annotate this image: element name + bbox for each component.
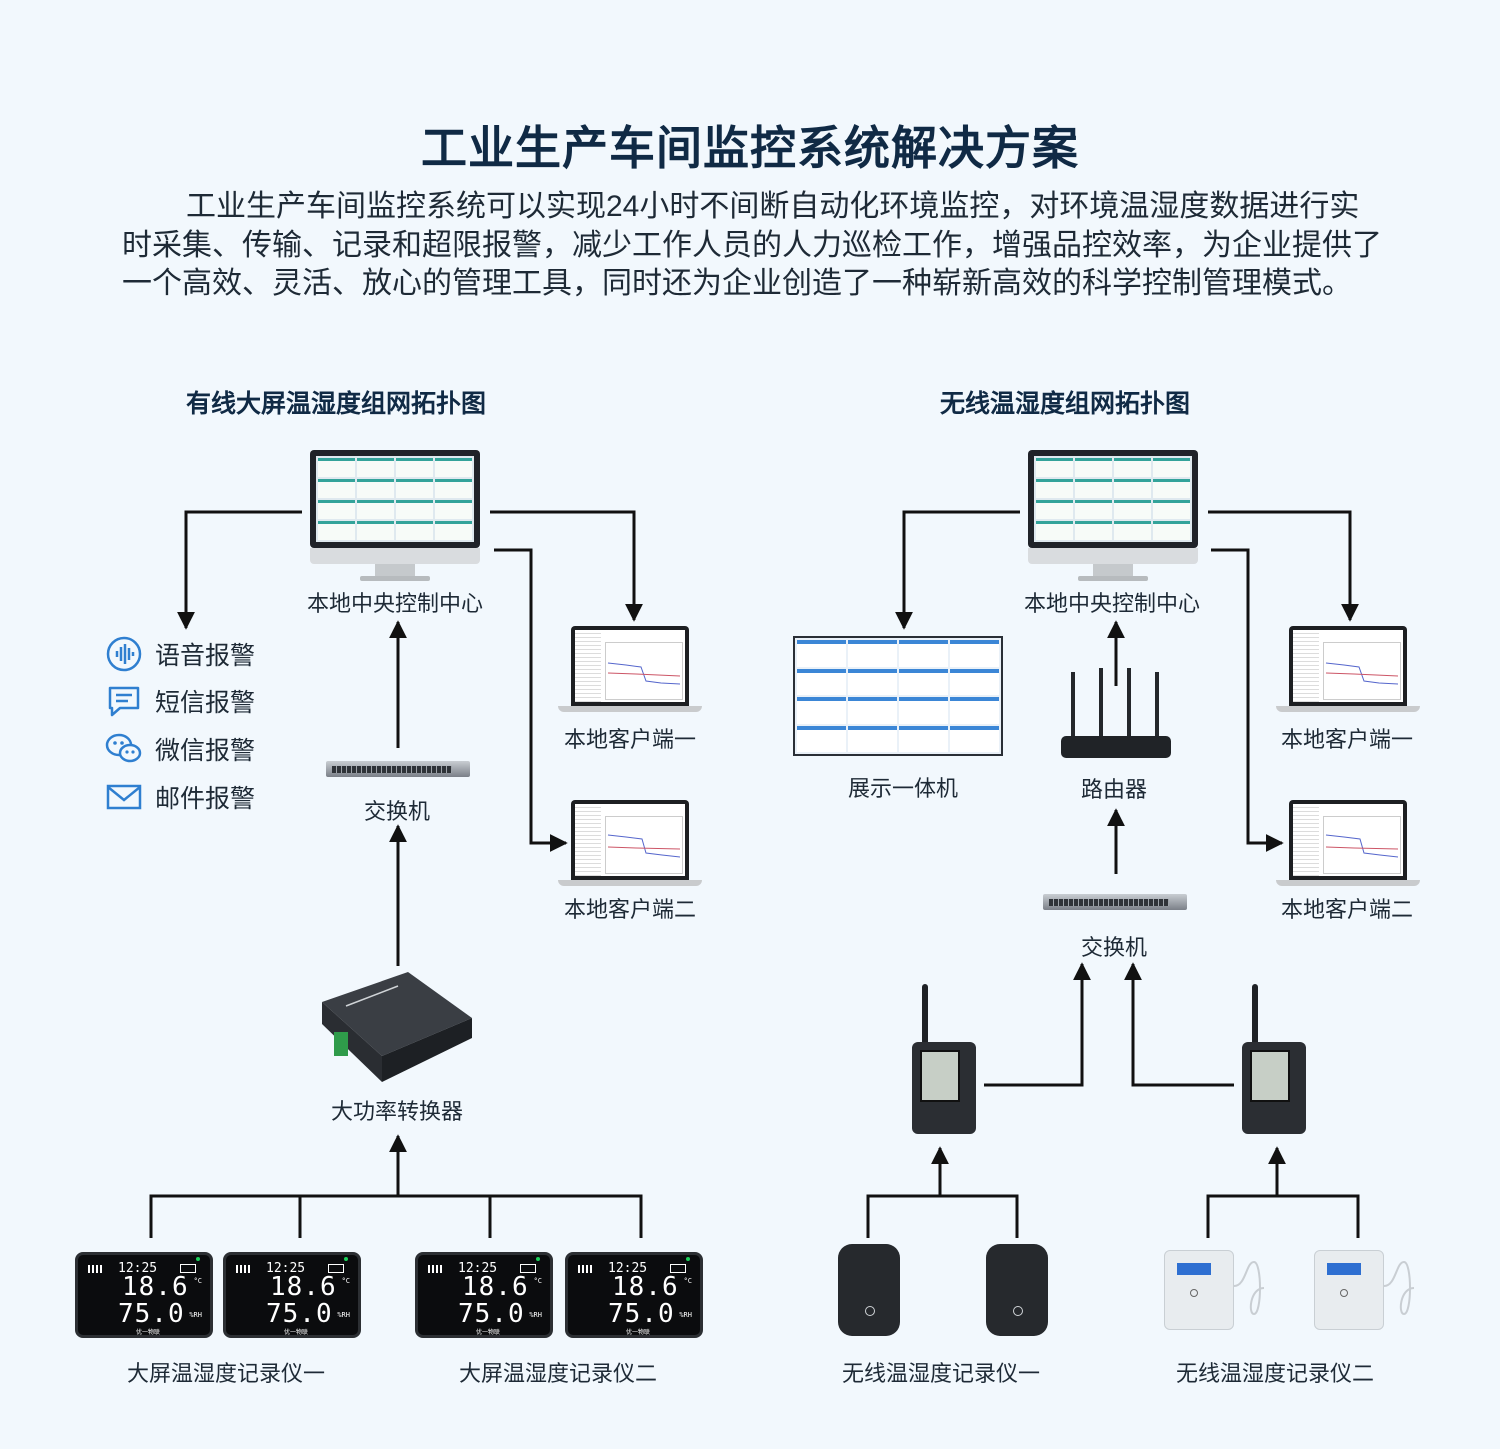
alarm-wechat: 微信报警 <box>105 730 255 768</box>
wireless-network-switch <box>1043 888 1187 914</box>
large-display-recorder-1b: 12:25 18.6 °C 75.0 %RH 优一物联 <box>223 1252 361 1338</box>
wireless-gateway-2 <box>1240 984 1310 1134</box>
wireless-recorder1-label: 无线温湿度记录仪一 <box>841 1361 1041 1386</box>
client2-laptop <box>558 800 702 890</box>
alarm-sms-label: 短信报警 <box>155 689 256 717</box>
client2-laptop-wireless <box>1276 800 1420 890</box>
button-icon <box>1340 1289 1348 1297</box>
sms-icon <box>105 682 143 720</box>
alarm-wechat-label: 微信报警 <box>155 737 256 765</box>
link-recorders-bus <box>149 1194 643 1238</box>
link-center-client1 <box>490 510 643 622</box>
mail-icon <box>105 778 143 816</box>
wifi-router <box>1061 668 1171 768</box>
client1-label: 本地客户端一 <box>563 727 697 752</box>
wired-switch-label: 交换机 <box>363 799 431 824</box>
page-title: 工业生产车间监控系统解决方案 <box>421 122 1079 174</box>
button-icon <box>1190 1289 1198 1297</box>
link-center-alarms <box>177 510 302 630</box>
wireless-black-logger-1b <box>986 1244 1048 1336</box>
serial-device-server <box>322 972 472 1082</box>
wired-topology-title: 有线大屏温湿度组网拓扑图 <box>186 390 487 418</box>
central-control-monitor <box>310 450 480 582</box>
voice-icon <box>105 635 143 673</box>
wireless-white-logger-2a <box>1164 1250 1234 1330</box>
wechat-icon <box>105 730 143 768</box>
recorder1-label: 大屏温湿度记录仪一 <box>126 1361 326 1386</box>
alarm-voice-label: 语音报警 <box>155 642 256 670</box>
display-label: 展示一体机 <box>847 776 959 801</box>
power-icon <box>865 1306 875 1316</box>
link-center-client2 <box>494 548 568 852</box>
wireless-switch-label: 交换机 <box>1080 935 1148 960</box>
link-gateway1-switch <box>984 962 1091 1087</box>
client1-laptop-wireless <box>1276 626 1420 716</box>
wireless-gateway-1 <box>910 984 980 1134</box>
wireless-white-logger-2b <box>1314 1250 1384 1330</box>
link-center-display <box>895 510 1020 630</box>
display-all-in-one <box>793 636 1003 760</box>
link-center-client1-w <box>1208 510 1359 622</box>
wireless-recorder2-label: 无线温湿度记录仪二 <box>1175 1361 1375 1386</box>
alarm-mail-label: 邮件报警 <box>155 785 256 813</box>
alarm-mail: 邮件报警 <box>105 778 255 816</box>
wireless-topology-title: 无线温湿度组网拓扑图 <box>940 390 1191 418</box>
client1-laptop <box>558 626 702 716</box>
link-center-client2-w <box>1211 548 1284 852</box>
large-display-recorder-2b: 12:25 18.6 °C 75.0 %RH 优一物联 <box>565 1252 703 1338</box>
converter-label: 大功率转换器 <box>330 1099 464 1124</box>
router-label: 路由器 <box>1080 777 1148 802</box>
wireless-black-logger-1a <box>838 1244 900 1336</box>
probe-cable-icon <box>1233 1260 1265 1316</box>
recorder2-label: 大屏温湿度记录仪二 <box>458 1361 658 1386</box>
central-control-monitor-wireless <box>1028 450 1198 582</box>
probe-cable-icon <box>1383 1260 1415 1316</box>
alarm-voice: 语音报警 <box>105 635 255 673</box>
link-gateway2-switch <box>1124 962 1234 1087</box>
large-display-recorder-1a: 12:25 18.6 °C 75.0 %RH 优一物联 <box>75 1252 213 1338</box>
client1-label-wireless: 本地客户端一 <box>1280 727 1414 752</box>
intro-paragraph: 工业生产车间监控系统可以实现24小时不间断自动化环境监控，对环境温湿度数据进行实… <box>122 190 1382 300</box>
wired-network-switch <box>326 755 470 781</box>
central-control-label: 本地中央控制中心 <box>306 591 484 616</box>
central-control-label-wireless: 本地中央控制中心 <box>1023 591 1201 616</box>
large-display-recorder-2a: 12:25 18.6 °C 75.0 %RH 优一物联 <box>415 1252 553 1338</box>
client2-label: 本地客户端二 <box>563 897 697 922</box>
alarm-sms: 短信报警 <box>105 682 255 720</box>
power-icon <box>1013 1306 1023 1316</box>
client2-label-wireless: 本地客户端二 <box>1280 897 1414 922</box>
